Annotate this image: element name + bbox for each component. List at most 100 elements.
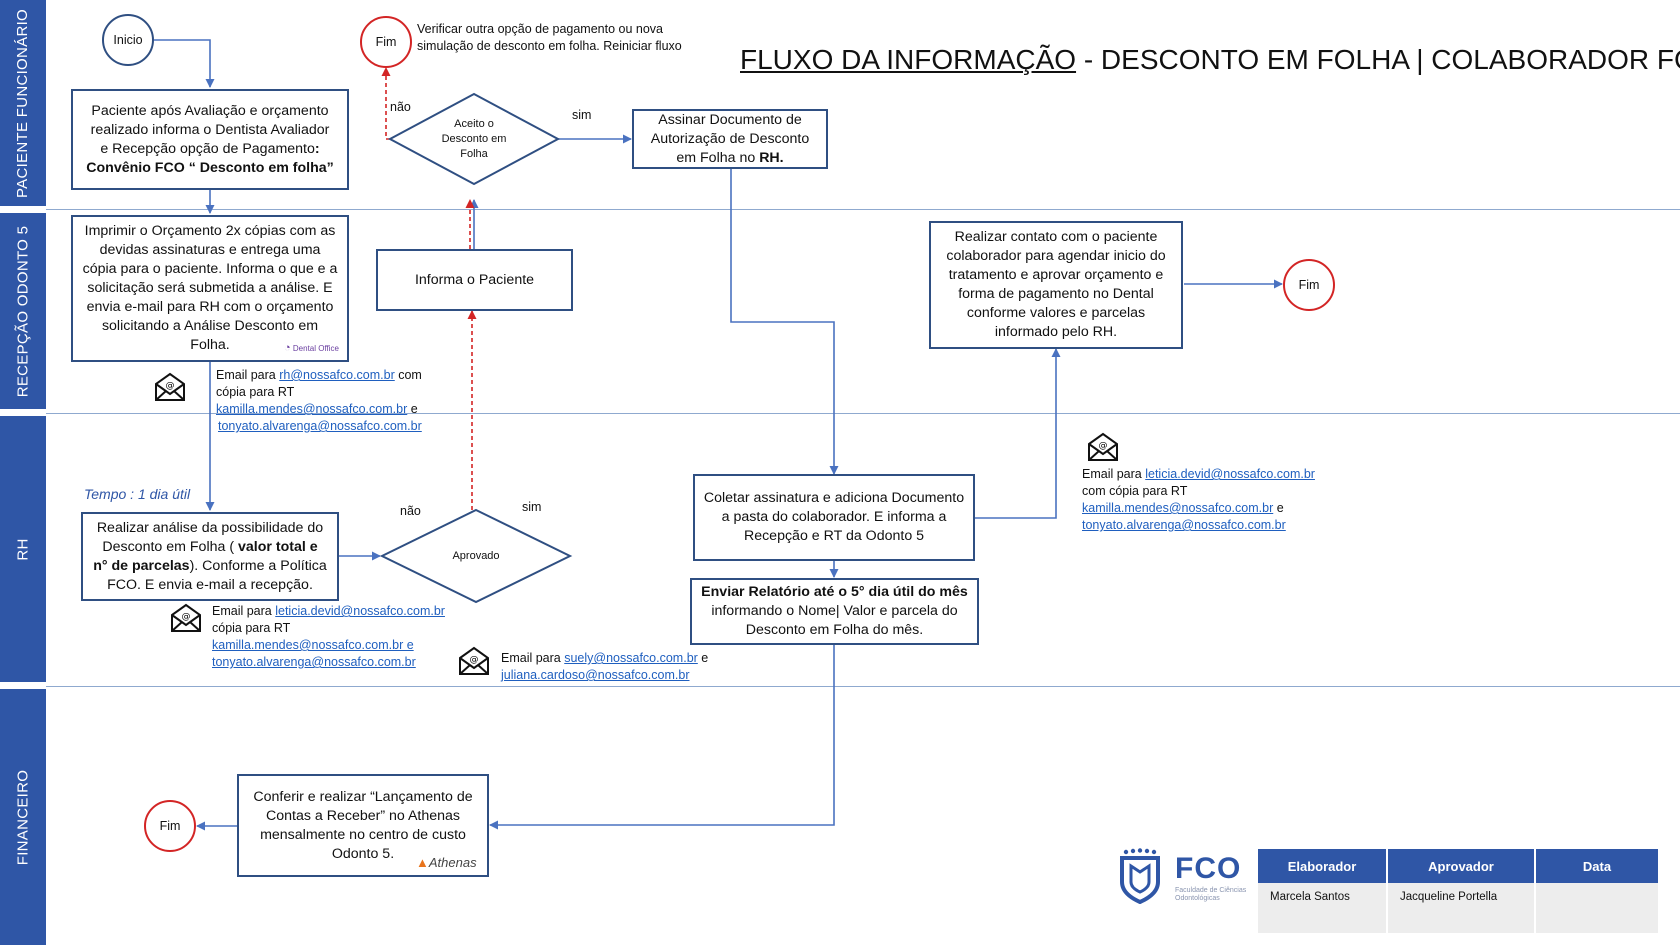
fco-sub-line: Odontológicas <box>1175 895 1220 902</box>
dental-logo-text: Dental Office <box>292 344 339 353</box>
end-node-bottom: Fim <box>144 800 196 852</box>
header-data: Data <box>1535 849 1658 883</box>
lane-recepcao-odonto5: RECEPÇÃO ODONTO 5 <box>0 213 46 409</box>
end-top-note: Verificar outra opção de pagamento ou no… <box>417 21 682 55</box>
box-line: Desconto em Folha do mês. <box>745 622 924 638</box>
email-note-rh: Email para leticia.devid@nossafco.com.br… <box>212 603 445 671</box>
email-text: Email para <box>216 368 280 382</box>
email-link[interactable]: suely@nossafco.com.br <box>564 651 698 665</box>
email-text: e <box>697 651 709 665</box>
email-text: com cópia para RT <box>1082 484 1188 498</box>
end-node-right: Fim <box>1283 259 1335 311</box>
process-paciente-informa: Paciente após Avaliação e orçamento real… <box>71 89 349 190</box>
value-elaborador: Marcela Santos <box>1258 883 1388 933</box>
box-line: informando o Nome| Valor e parcela do <box>711 603 958 619</box>
lane-rh: RH <box>0 416 46 682</box>
email-text: e <box>407 402 418 416</box>
email-link[interactable]: rh@nossafco.com.br <box>279 368 395 382</box>
email-link[interactable]: tonyato.alvarenga@nossafco.com.br <box>212 655 416 669</box>
box-line: Autorização de Desconto <box>650 130 810 147</box>
email-note-relatorio: Email para suely@nossafco.com.br e julia… <box>501 650 708 684</box>
box-line-bold: RH. <box>759 149 784 166</box>
approval-header-row: Elaborador Aprovador Data <box>1258 849 1658 883</box>
end-node-top: Fim <box>360 16 412 68</box>
box-text: Coletar assinatura e adiciona Documento … <box>703 490 965 544</box>
box-line-bold: Enviar Relatório até o 5° dia útil do mê… <box>701 584 968 600</box>
lane-divider <box>46 413 1680 414</box>
end-label: Fim <box>375 35 397 49</box>
email-note-recepcao: Email para rh@nossafco.com.br com cópia … <box>216 367 422 435</box>
box-line: Realizar análise da possibilidade do <box>96 519 324 536</box>
email-link[interactable]: tonyato.alvarenga@nossafco.com.br <box>1082 518 1286 532</box>
email-text: Email para <box>1082 467 1146 481</box>
email-link[interactable]: leticia.devid@nossafco.com.br <box>1145 467 1315 481</box>
mail-icon: @ <box>1088 432 1118 461</box>
email-link[interactable]: tonyato.alvarenga@nossafco.com.br <box>218 419 422 433</box>
email-link[interactable]: kamilla.mendes@nossafco.com.br <box>1082 501 1274 515</box>
connector-inicio-paciente <box>154 39 215 88</box>
fco-logo-subtitle: Faculdade de Ciências Odontológicas <box>1175 887 1246 903</box>
title-rest: - DESCONTO EM FOLHA | COLABORADOR FCO <box>1076 44 1680 75</box>
approval-table: Elaborador Aprovador Data Marcela Santos… <box>1258 849 1658 933</box>
branch-label-nao-aceito: não <box>390 100 411 114</box>
process-realizar-contato: Realizar contato com o paciente colabora… <box>929 221 1183 349</box>
lane-paciente-funcionario: PACIENTE FUNCIONÁRIO <box>0 0 46 206</box>
email-text: Email para <box>501 651 565 665</box>
fco-sub-line: Faculdade de Ciências <box>1175 887 1247 894</box>
box-line: FCO. E envia e-mail a recepção. <box>107 576 313 593</box>
process-realizar-analise: Realizar análise da possibilidade do Des… <box>81 512 339 601</box>
box-line: Assinar Documento de <box>658 111 802 128</box>
header-elaborador: Elaborador <box>1258 849 1388 883</box>
diagram-title: FLUXO DA INFORMAÇÃO - DESCONTO EM FOLHA … <box>740 44 1680 76</box>
box-line: ). Conforme a Política <box>189 557 327 574</box>
box-line-bold: n° de parcelas <box>93 557 190 574</box>
box-text: Conferir e realizar “Lançamento de Conta… <box>253 788 473 862</box>
email-link[interactable]: kamilla.mendes@nossafco.com.br <box>216 402 408 416</box>
process-imprimir-orcamento: Imprimir o Orçamento 2x cópias com as de… <box>71 215 349 362</box>
process-coletar-assinatura: Coletar assinatura e adiciona Documento … <box>693 474 975 561</box>
box-text: Realizar contato com o paciente colabora… <box>946 229 1166 340</box>
email-text: Email para <box>212 604 276 618</box>
end-top-note-line: simulação de desconto em folha. Reinicia… <box>417 39 682 53</box>
dental-logo-icon: ◔ <box>284 342 291 354</box>
email-link[interactable]: leticia.devid@nossafco.com.br <box>275 604 445 618</box>
fco-logo-text: FCO <box>1175 852 1242 885</box>
mail-icon: @ <box>171 603 201 632</box>
branch-label-sim-aprovado: sim <box>522 500 542 514</box>
svg-text:@: @ <box>166 381 175 391</box>
process-conferir-lancamento: Conferir e realizar “Lançamento de Conta… <box>237 774 489 877</box>
process-assinar-documento: Assinar Documento de Autorização de Desc… <box>632 109 828 169</box>
box-line: e Recepção opção de Pagamento <box>100 140 315 157</box>
start-label: Inicio <box>113 33 143 47</box>
branch-label-nao-aprovado: não <box>400 504 421 518</box>
email-link[interactable]: kamilla.mendes@nossafco.com.br e <box>212 638 414 652</box>
svg-text:@: @ <box>470 655 479 665</box>
email-text: cópia para RT <box>216 385 295 399</box>
box-line: realizado informa o Dentista Avaliador <box>90 121 330 138</box>
title-underlined: FLUXO DA INFORMAÇÃO <box>740 44 1077 75</box>
athenas-logo: ▲Athenas <box>416 855 477 870</box>
mail-icon: @ <box>459 646 489 675</box>
header-aprovador: Aprovador <box>1387 849 1536 883</box>
lane-financeiro: FINANCEIRO <box>0 689 46 945</box>
box-line-bold: valor total e <box>234 538 318 555</box>
connector-assinar-coletar <box>730 169 839 475</box>
athenas-logo-icon: ▲ <box>416 855 429 870</box>
box-text: Informa o Paciente <box>414 271 535 288</box>
decision-aceito-label: Aceito o Desconto em Folha <box>441 118 507 160</box>
mail-icon: @ <box>155 372 185 401</box>
fco-shield-icon <box>1120 848 1160 904</box>
tempo-note: Tempo : 1 dia útil <box>84 486 191 502</box>
box-line-bold: Convênio FCO “ Desconto em folha” <box>86 159 334 176</box>
end-label: Fim <box>159 819 181 833</box>
svg-text:@: @ <box>1099 441 1108 451</box>
branch-label-sim-aceito: sim <box>572 108 592 122</box>
connector-coletar-contato <box>975 348 1061 519</box>
svg-text:@: @ <box>182 612 191 622</box>
value-aprovador: Jacqueline Portella <box>1387 883 1536 933</box>
decision-aceito-shape <box>387 92 561 186</box>
end-top-note-line: Verificar outra opção de pagamento ou no… <box>417 22 664 36</box>
email-text: cópia para RT <box>212 621 291 635</box>
email-link[interactable]: juliana.cardoso@nossafco.com.br <box>501 668 690 682</box>
